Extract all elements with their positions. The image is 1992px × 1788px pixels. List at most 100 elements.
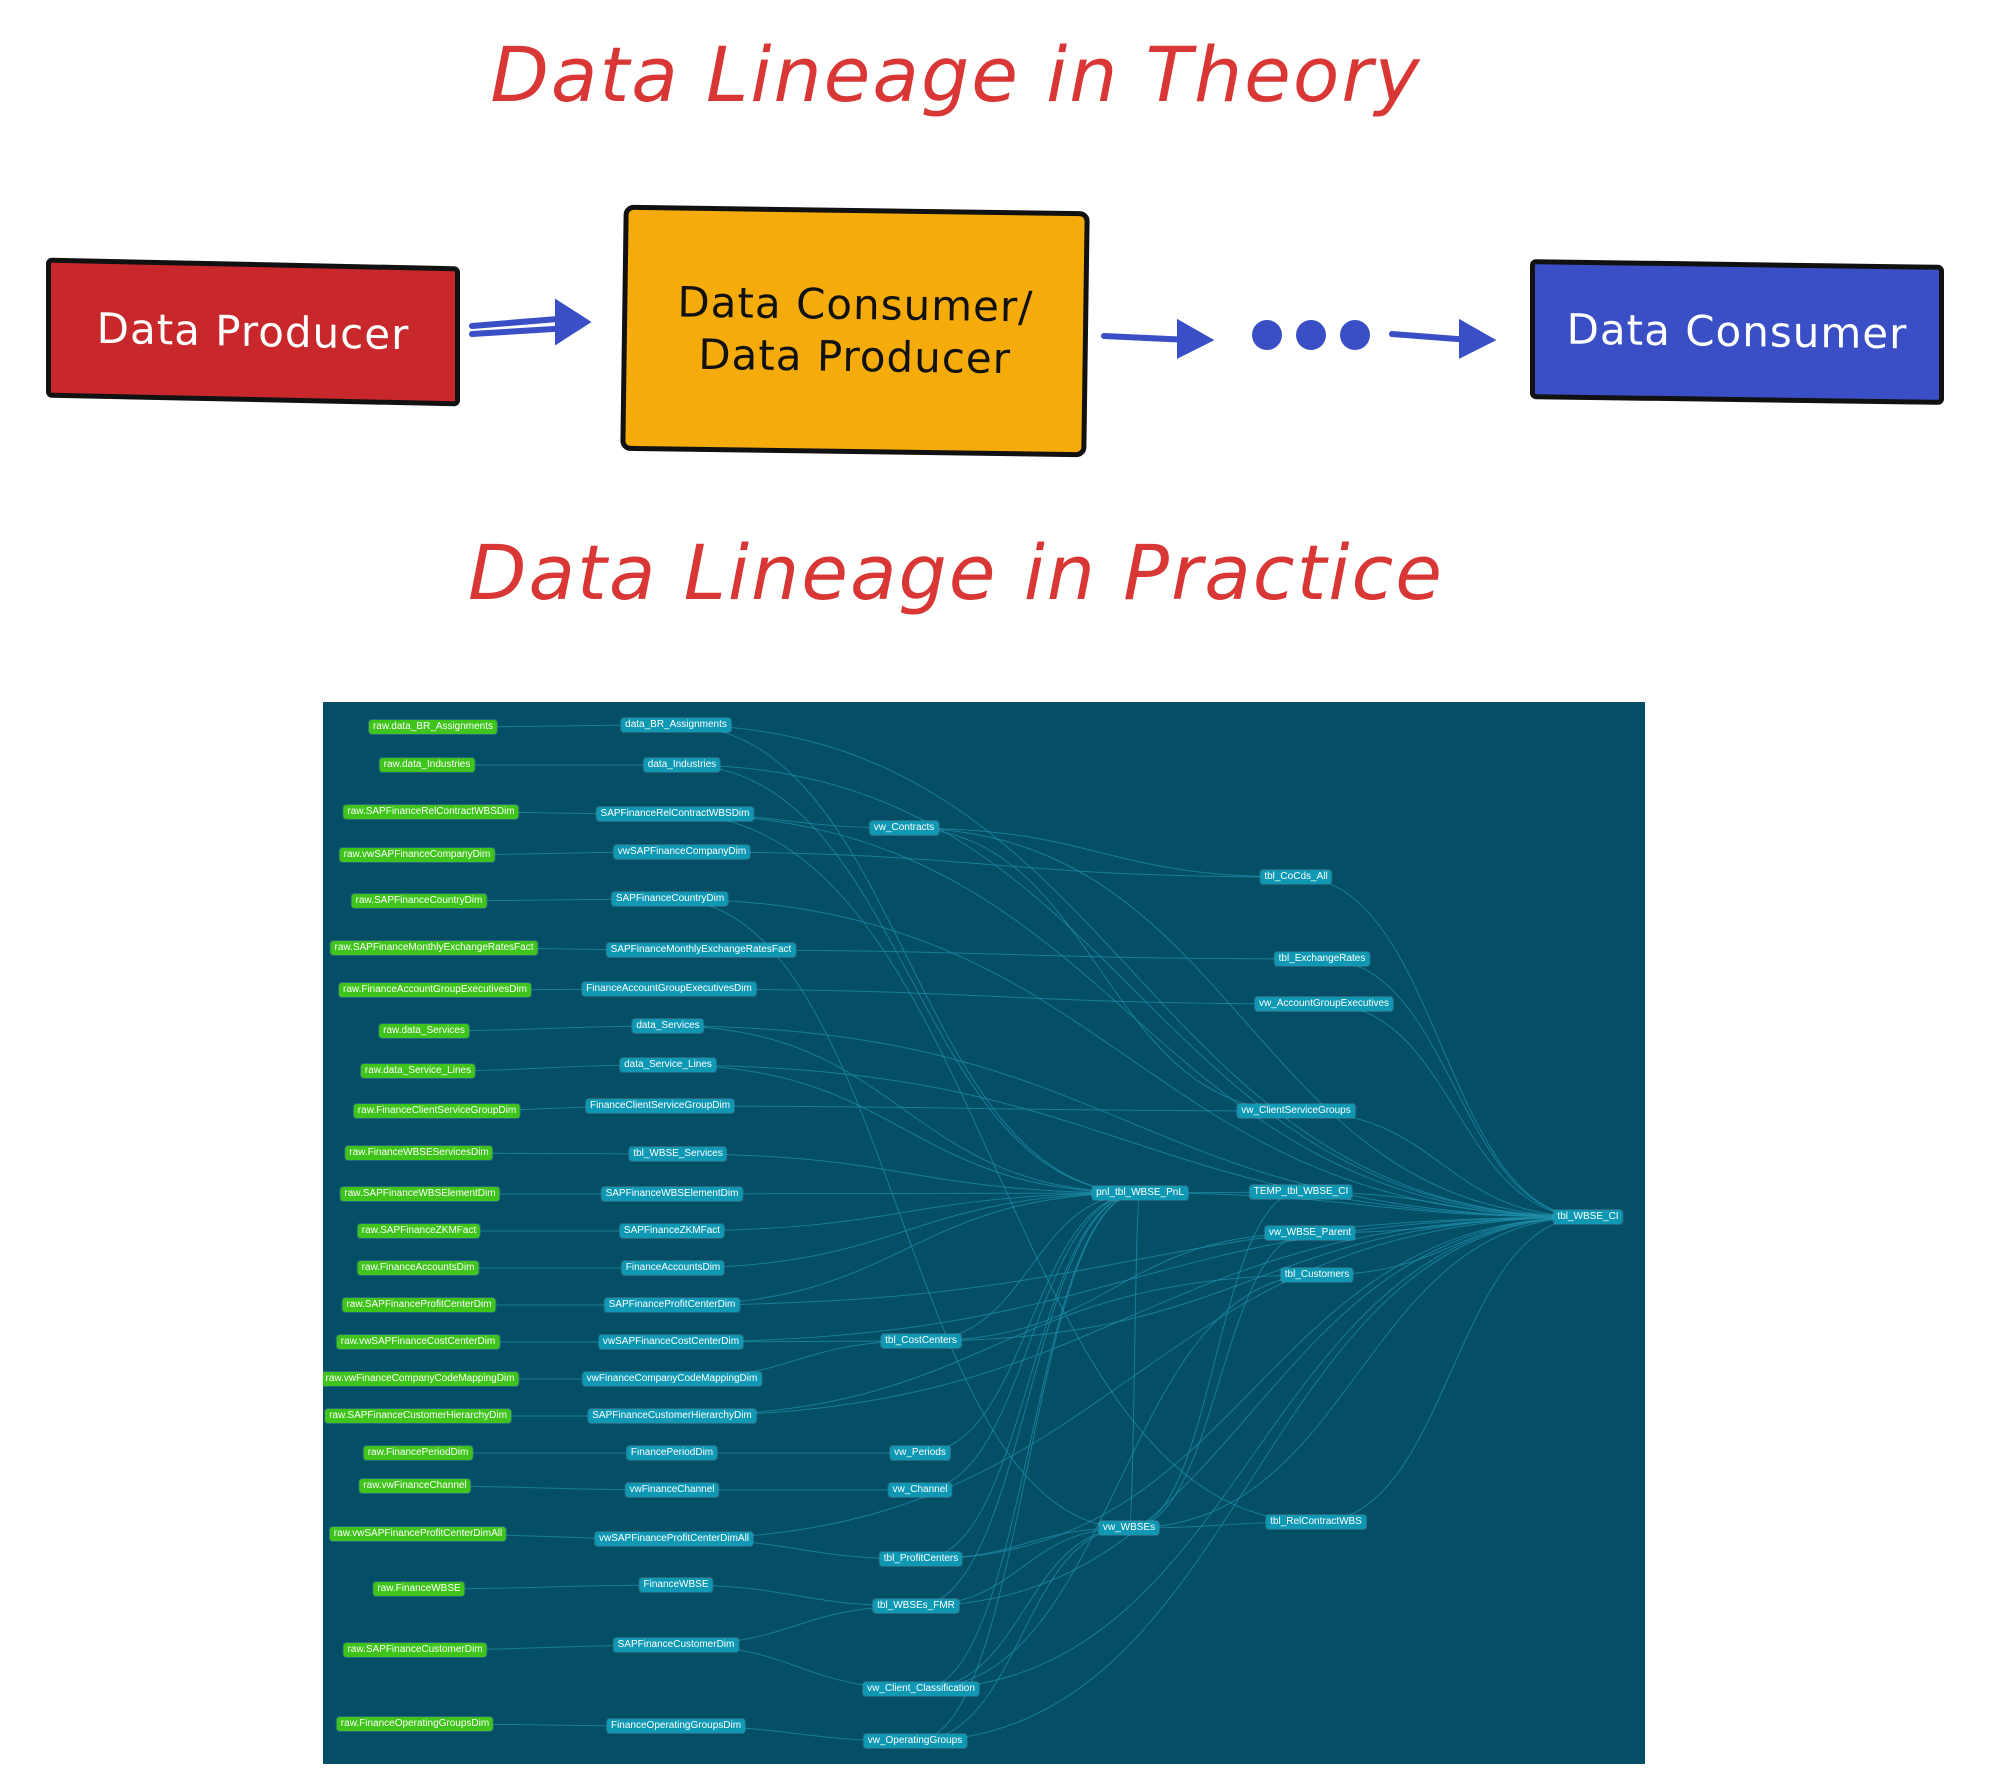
lineage-edge [920, 1232, 1311, 1342]
lineage-node-s10[interactable]: FinanceClientServiceGroupDim [585, 1099, 735, 1113]
theory-title: Data Lineage in Theory [490, 30, 1422, 119]
lineage-node-r14[interactable]: raw.FinanceAccountsDim [357, 1261, 479, 1275]
lineage-edge [671, 1192, 1141, 1306]
lineage-node-e4[interactable]: vw_ClientServiceGroups [1237, 1104, 1355, 1118]
lineage-node-r24[interactable]: raw.FinanceOperatingGroupsDim [336, 1717, 494, 1731]
lineage-node-r12[interactable]: raw.SAPFinanceWBSElementDim [340, 1187, 500, 1201]
lineage-node-s15[interactable]: SAPFinanceProfitCenterDim [604, 1298, 740, 1312]
lineage-edge [919, 1192, 1141, 1454]
lineage-edge [1323, 1003, 1589, 1218]
ellipsis-dot-3 [1340, 320, 1370, 350]
lineage-edge [920, 1192, 1141, 1342]
lineage-node-c1[interactable]: vw_Contracts [869, 821, 939, 835]
lineage-node-r7[interactable]: raw.FinanceAccountGroupExecutivesDim [339, 983, 531, 997]
lineage-node-r13[interactable]: raw.SAPFinanceZKMFact [357, 1224, 481, 1238]
arrowhead-3 [1459, 318, 1497, 359]
lineage-node-r16[interactable]: raw.vwSAPFinanceCostCenterDim [336, 1335, 500, 1349]
lineage-node-s20[interactable]: vwFinanceChannel [625, 1483, 719, 1497]
lineage-node-e6[interactable]: vw_WBSE_Parent [1264, 1226, 1356, 1240]
lineage-graph-panel: raw.data_BR_Assignments raw.data_Industri… [323, 702, 1645, 1764]
lineage-node-e8[interactable]: tbl_RelContractWBS [1266, 1515, 1366, 1529]
lineage-node-s17[interactable]: vwFinanceCompanyCodeMappingDim [582, 1372, 762, 1386]
lineage-node-r18[interactable]: raw.SAPFinanceCustomerHierarchyDim [325, 1409, 511, 1423]
lineage-node-s21[interactable]: vwSAPFinanceProfitCenterDimAll [594, 1532, 754, 1546]
lineage-node-c3[interactable]: vw_Periods [890, 1446, 950, 1460]
lineage-node-r11[interactable]: raw.FinanceWBSEServicesDim [345, 1146, 493, 1160]
lineage-edge [681, 764, 1141, 1194]
practice-title: Data Lineage in Practice [467, 528, 1445, 617]
lineage-node-r23[interactable]: raw.SAPFinanceCustomerDim [343, 1643, 487, 1657]
lineage-node-r17[interactable]: raw.vwFinanceCompanyCodeMappingDim [323, 1372, 519, 1386]
lineage-edge [1295, 876, 1589, 1218]
lineage-node-s8[interactable]: data_Services [632, 1019, 704, 1033]
lineage-node-c6[interactable]: tbl_WBSEs_FMR [873, 1599, 959, 1613]
lineage-node-s22[interactable]: FinanceWBSE [639, 1578, 713, 1592]
lineage-edge [667, 1025, 1589, 1218]
lineage-node-s5[interactable]: SAPFinanceCountryDim [611, 892, 729, 906]
lineage-node-c8[interactable]: vw_OperatingGroups [863, 1734, 967, 1748]
lineage-edge [668, 988, 1325, 1005]
lineage-node-s24[interactable]: FinanceOperatingGroupsDim [606, 1719, 746, 1733]
lineage-node-r2[interactable]: raw.data_Industries [379, 758, 475, 772]
lineage-node-r19[interactable]: raw.FinancePeriodDim [363, 1446, 473, 1460]
lineage-node-e5[interactable]: TEMP_tbl_WBSE_CI [1249, 1185, 1353, 1199]
lineage-node-e1[interactable]: tbl_CoCds_All [1260, 870, 1332, 884]
lineage-edge [671, 1216, 1589, 1306]
lineage-node-s6[interactable]: SAPFinanceMonthlyExchangeRatesFact [606, 943, 796, 957]
lineage-node-s19[interactable]: FinancePeriodDim [626, 1446, 718, 1460]
lineage-edge [670, 1216, 1589, 1343]
lineage-node-r22[interactable]: raw.FinanceWBSE [373, 1582, 465, 1596]
lineage-node-r10[interactable]: raw.FinanceClientServiceGroupDim [353, 1104, 521, 1118]
lineage-node-s16[interactable]: vwSAPFinanceCostCenterDim [598, 1335, 744, 1349]
lineage-node-r15[interactable]: raw.SAPFinanceProfitCenterDim [342, 1298, 496, 1312]
lineage-node-s18[interactable]: SAPFinanceCustomerHierarchyDim [588, 1409, 756, 1423]
arrowhead-2 [1177, 318, 1215, 359]
lineage-node-s13[interactable]: SAPFinanceZKMFact [619, 1224, 725, 1238]
middle-box-line-2: Data Producer [697, 329, 1012, 384]
lineage-node-r5[interactable]: raw.SAPFinanceCountryDim [351, 894, 487, 908]
lineage-edge [681, 764, 1589, 1218]
lineage-edge [914, 1192, 1141, 1742]
arrow-middle-to-dots [1101, 333, 1193, 343]
lineage-edge [669, 898, 1130, 1529]
lineage-node-c7[interactable]: vw_Client_Classification [863, 1682, 979, 1696]
lineage-node-c4[interactable]: vw_Channel [888, 1483, 952, 1497]
lineage-node-e3[interactable]: vw_AccountGroupExecutives [1254, 997, 1394, 1011]
lineage-edge [675, 724, 1589, 1218]
lineage-node-s1[interactable]: data_BR_Assignments [621, 718, 731, 732]
lineage-node-s9[interactable]: data_Service_Lines [620, 1058, 716, 1072]
lineage-edge [672, 1192, 1141, 1269]
lineage-node-r21[interactable]: raw.vwSAPFinanceProfitCenterDimAll [329, 1527, 507, 1541]
lineage-node-s3[interactable]: SAPFinanceRelContractWBSDim [596, 807, 754, 821]
lineage-edge [681, 851, 1297, 878]
lineage-node-d2[interactable]: vw_WBSEs [1098, 1521, 1160, 1535]
lineage-node-s14[interactable]: FinanceAccountsDim [621, 1261, 725, 1275]
lineage-node-c5[interactable]: tbl_ProfitCenters [879, 1552, 963, 1566]
lineage-edge [671, 1274, 1318, 1417]
lineage-node-r4[interactable]: raw.vwSAPFinanceCompanyDim [339, 848, 495, 862]
lineage-node-s23[interactable]: SAPFinanceCustomerDim [613, 1638, 739, 1652]
lineage-edge [677, 1153, 1141, 1194]
lineage-node-s11[interactable]: tbl_WBSE_Services [629, 1147, 727, 1161]
lineage-node-r6[interactable]: raw.SAPFinanceMonthlyExchangeRatesFact [330, 941, 538, 955]
lineage-edge [675, 724, 1141, 1194]
lineage-node-e7[interactable]: tbl_Customers [1280, 1268, 1354, 1282]
lineage-edge [1128, 1232, 1311, 1529]
lineage-node-e2[interactable]: tbl_ExchangeRates [1274, 952, 1370, 966]
lineage-node-s12[interactable]: SAPFinanceWBSElementDim [601, 1187, 743, 1201]
lineage-node-d1[interactable]: pnl_tbl_WBSE_PnL [1092, 1186, 1188, 1200]
lineage-node-s4[interactable]: vwSAPFinanceCompanyDim [613, 845, 751, 859]
lineage-edge [920, 1216, 1589, 1342]
theory-arrows [469, 298, 1497, 359]
lineage-node-r20[interactable]: raw.vwFinanceChannel [359, 1479, 471, 1493]
lineage-node-s2[interactable]: data_Industries [643, 758, 721, 772]
lineage-node-r8[interactable]: raw.data_Services [379, 1024, 469, 1038]
lineage-node-r3[interactable]: raw.SAPFinanceRelContractWBSDim [343, 805, 519, 819]
lineage-node-c2[interactable]: tbl_CostCenters [881, 1334, 961, 1348]
lineage-node-r1[interactable]: raw.data_BR_Assignments [368, 720, 498, 734]
lineage-node-s7[interactable]: FinanceAccountGroupExecutivesDim [582, 982, 756, 996]
lineage-edge [1139, 1192, 1589, 1218]
lineage-node-f1[interactable]: tbl_WBSE_CI [1553, 1210, 1623, 1224]
data-consumer-producer-box: Data Consumer/ Data Producer [620, 204, 1090, 458]
lineage-node-r9[interactable]: raw.data_Service_Lines [360, 1064, 476, 1078]
